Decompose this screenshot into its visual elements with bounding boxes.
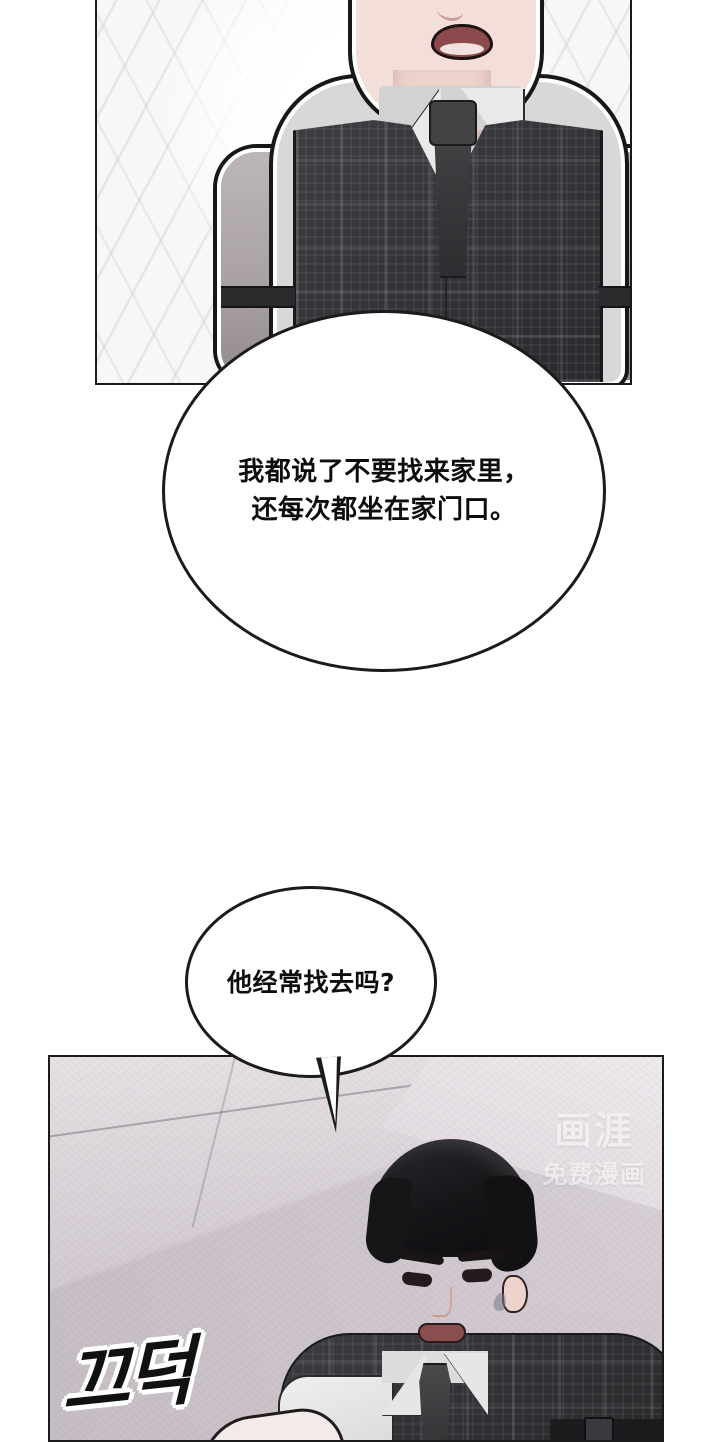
sound-effect-text: 끄덕 <box>62 1328 190 1428</box>
character2-necktie <box>419 1363 451 1440</box>
comic-panel-bottom <box>48 1055 664 1442</box>
character-open-mouth <box>431 24 493 60</box>
speech-bubble-secondary-tail <box>316 1056 345 1134</box>
character2-mouth <box>418 1323 466 1343</box>
character2-ear <box>502 1275 528 1313</box>
left-arm-band <box>221 286 295 308</box>
character2-belt-buckle <box>584 1417 614 1440</box>
right-arm-band <box>599 286 630 308</box>
character2-collar-right <box>444 1353 488 1415</box>
character-nose <box>437 0 463 21</box>
speech-bubble-primary: 我都说了不要找来家里， 还每次都坐在家门口。 <box>162 310 606 672</box>
speech-bubble-secondary-text: 他经常找去吗? <box>226 967 395 997</box>
character2-nose <box>432 1287 452 1317</box>
vest-center-seam <box>445 196 447 382</box>
speech-bubble-secondary: 他经常找去吗? <box>185 886 437 1078</box>
character2-collar-left <box>382 1353 426 1415</box>
speech-bubble-primary-text: 我都说了不要找来家里， 还每次都坐在家门口。 <box>238 456 530 525</box>
character2-eye-right <box>461 1268 493 1283</box>
character-tie-knot <box>429 100 477 146</box>
